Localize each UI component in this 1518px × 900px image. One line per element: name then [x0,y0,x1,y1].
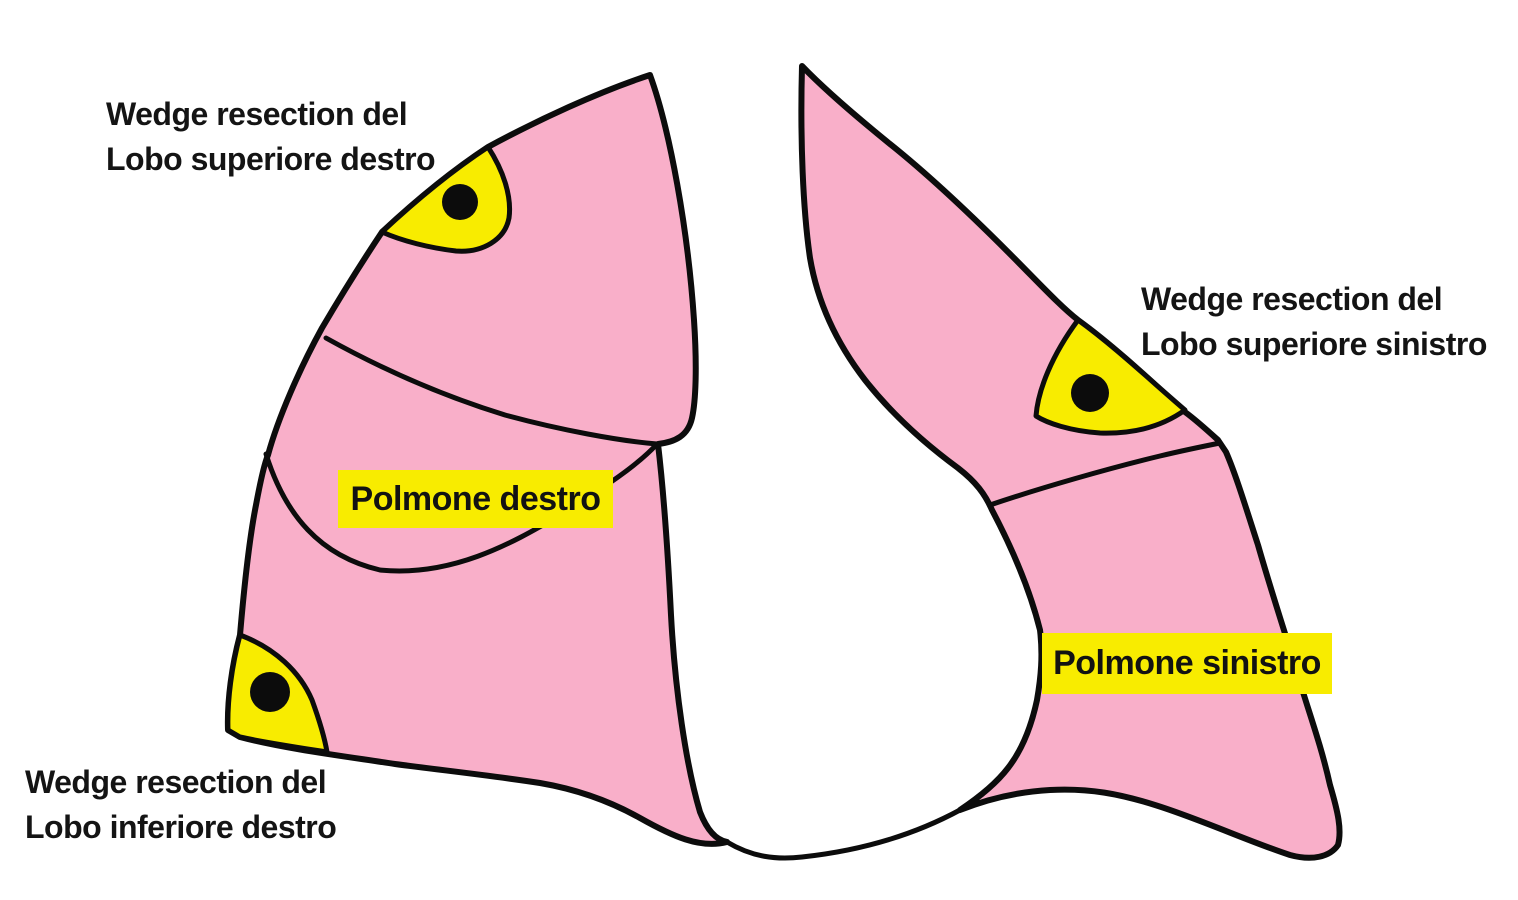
resection-site-dot-right-lower [250,672,290,712]
right-lung-label-highlight [338,470,613,528]
label-wedge-resection-right-lower-lobe: Wedge resection del Lobo inferiore destr… [25,760,337,850]
label-line: Lobo superiore destro [106,141,436,177]
left-lung-fissure [987,440,1223,508]
label-wedge-resection-right-upper-lobe: Wedge resection del Lobo superiore destr… [106,92,436,182]
label-line: Wedge resection del [1141,281,1443,317]
label-wedge-resection-left-upper-lobe: Wedge resection del Lobo superiore sinis… [1141,277,1487,367]
left-lung-label-highlight [1042,633,1332,694]
right-lung-name-label: Polmone destro [350,479,601,518]
left-lung-name-label: Polmone sinistro [1053,644,1321,682]
right-lung-shape [224,72,730,847]
resection-site-dot-left-upper [1071,374,1109,412]
label-line: Wedge resection del [25,764,327,800]
diaphragm-outline [724,807,963,861]
wedge-resection-left-upper-lobe [1033,317,1188,436]
label-line: Lobo inferiore destro [25,809,337,845]
resection-site-dot-right-upper [442,184,478,220]
label-line: Lobo superiore sinistro [1141,326,1487,362]
right-lung-horizontal-fissure [323,335,660,447]
label-line: Wedge resection del [106,96,408,132]
